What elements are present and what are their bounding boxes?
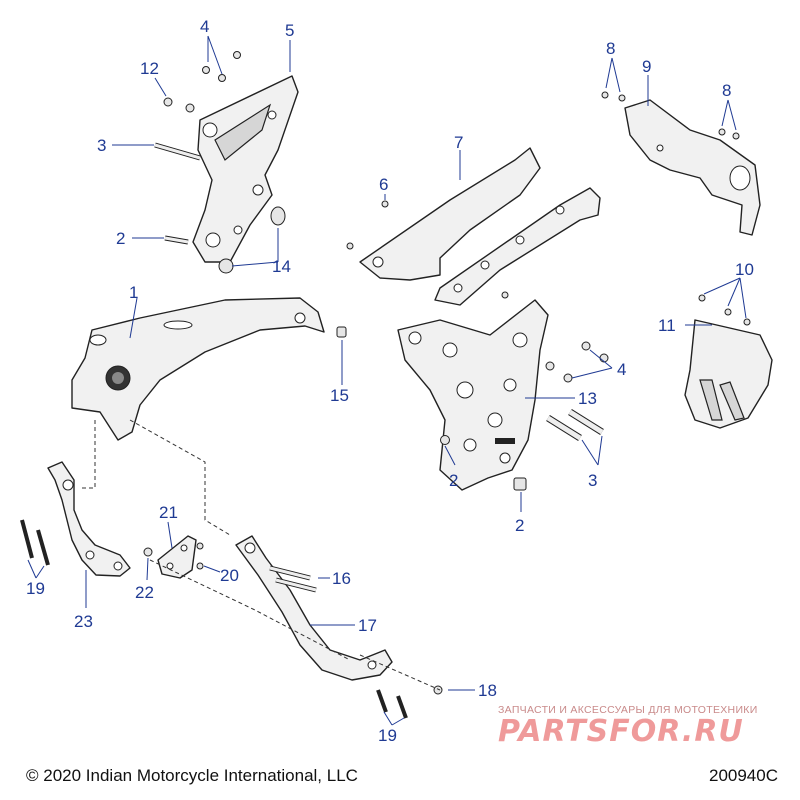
callout-18: 18 — [478, 681, 497, 700]
callout-22: 22 — [135, 583, 154, 602]
diagram-id: 200940C — [708, 766, 778, 785]
callout-3: 3 — [97, 136, 106, 155]
callout-19: 19 — [378, 726, 397, 745]
callout-9: 9 — [642, 57, 651, 76]
callout-13: 13 — [578, 389, 597, 408]
callout-11: 11 — [658, 316, 676, 335]
callout-4: 4 — [200, 17, 209, 36]
callout-10: 10 — [735, 260, 754, 279]
callout-6: 6 — [379, 175, 388, 194]
callout-8: 8 — [722, 81, 731, 100]
assembly-dashed-lines — [80, 419, 441, 691]
bolts-upper-left — [154, 51, 241, 245]
bolts-lower-left — [20, 519, 153, 566]
part-23-lower-arm — [47, 461, 131, 577]
callout-7: 7 — [454, 133, 463, 152]
part-13-center-plate — [397, 299, 549, 491]
part-9-upper-guard — [601, 91, 761, 236]
callout-14: 14 — [272, 257, 291, 276]
callout-16: 16 — [332, 569, 351, 588]
callout-15: 15 — [330, 386, 349, 405]
callout-23: 23 — [74, 612, 93, 631]
watermark-logo: PARTSFOR.RU — [498, 714, 744, 749]
callout-4: 4 — [617, 360, 626, 379]
callout-20: 20 — [220, 566, 239, 585]
part-7-cross-frame — [346, 147, 601, 306]
part-5-upper-bracket — [192, 75, 299, 263]
callout-2: 2 — [449, 471, 458, 490]
part-16-bolts — [269, 565, 443, 719]
callout-2: 2 — [515, 516, 524, 535]
callout-2: 2 — [116, 229, 125, 248]
callout-17: 17 — [358, 616, 377, 635]
part-11-heat-shield — [684, 294, 773, 429]
callout-8: 8 — [606, 39, 615, 58]
leader-lines — [27, 35, 747, 726]
callout-21: 21 — [159, 503, 178, 522]
callout-1: 1 — [129, 283, 138, 302]
callout-5: 5 — [285, 21, 294, 40]
bolts-center — [440, 341, 609, 491]
part-1-main-frame — [71, 297, 325, 441]
part-21-bracket-plate — [157, 535, 204, 579]
callout-labels: 1 2 2 2 3 3 4 4 5 6 7 8 8 9 10 11 12 13 … — [26, 17, 754, 745]
callout-12: 12 — [140, 59, 159, 78]
callout-3: 3 — [588, 471, 597, 490]
watermark-tagline: ЗАПЧАСТИ И АКСЕССУАРЫ ДЛЯ МОТОТЕХНИКИ — [498, 704, 758, 716]
watermark: ЗАПЧАСТИ И АКСЕССУАРЫ ДЛЯ МОТОТЕХНИКИ PA… — [498, 704, 783, 748]
part-15-nut — [336, 326, 347, 338]
callout-19: 19 — [26, 579, 45, 598]
copyright-notice: © 2020 Indian Motorcycle International, … — [26, 766, 358, 785]
